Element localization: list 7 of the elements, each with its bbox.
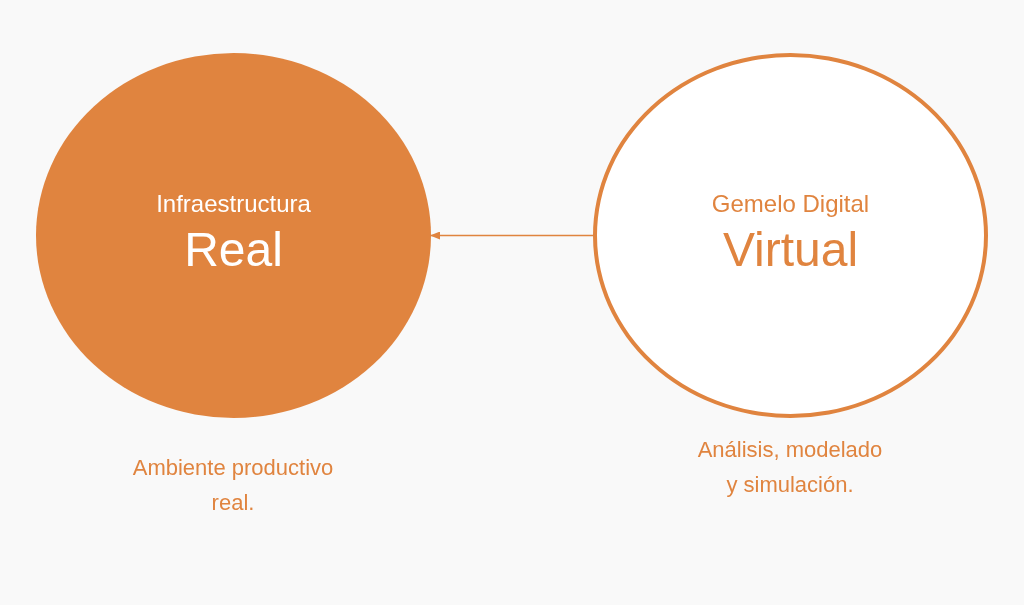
node-title: Virtual xyxy=(722,221,859,278)
node-caption: Análisis, modelado y simulación. xyxy=(696,436,884,500)
node-heading: Infraestructura xyxy=(156,189,311,219)
node-heading: Gemelo Digital xyxy=(711,189,870,219)
arrow xyxy=(430,231,594,240)
node-title: Real xyxy=(184,221,283,278)
node-caption: Ambiente productivo real. xyxy=(131,454,335,518)
